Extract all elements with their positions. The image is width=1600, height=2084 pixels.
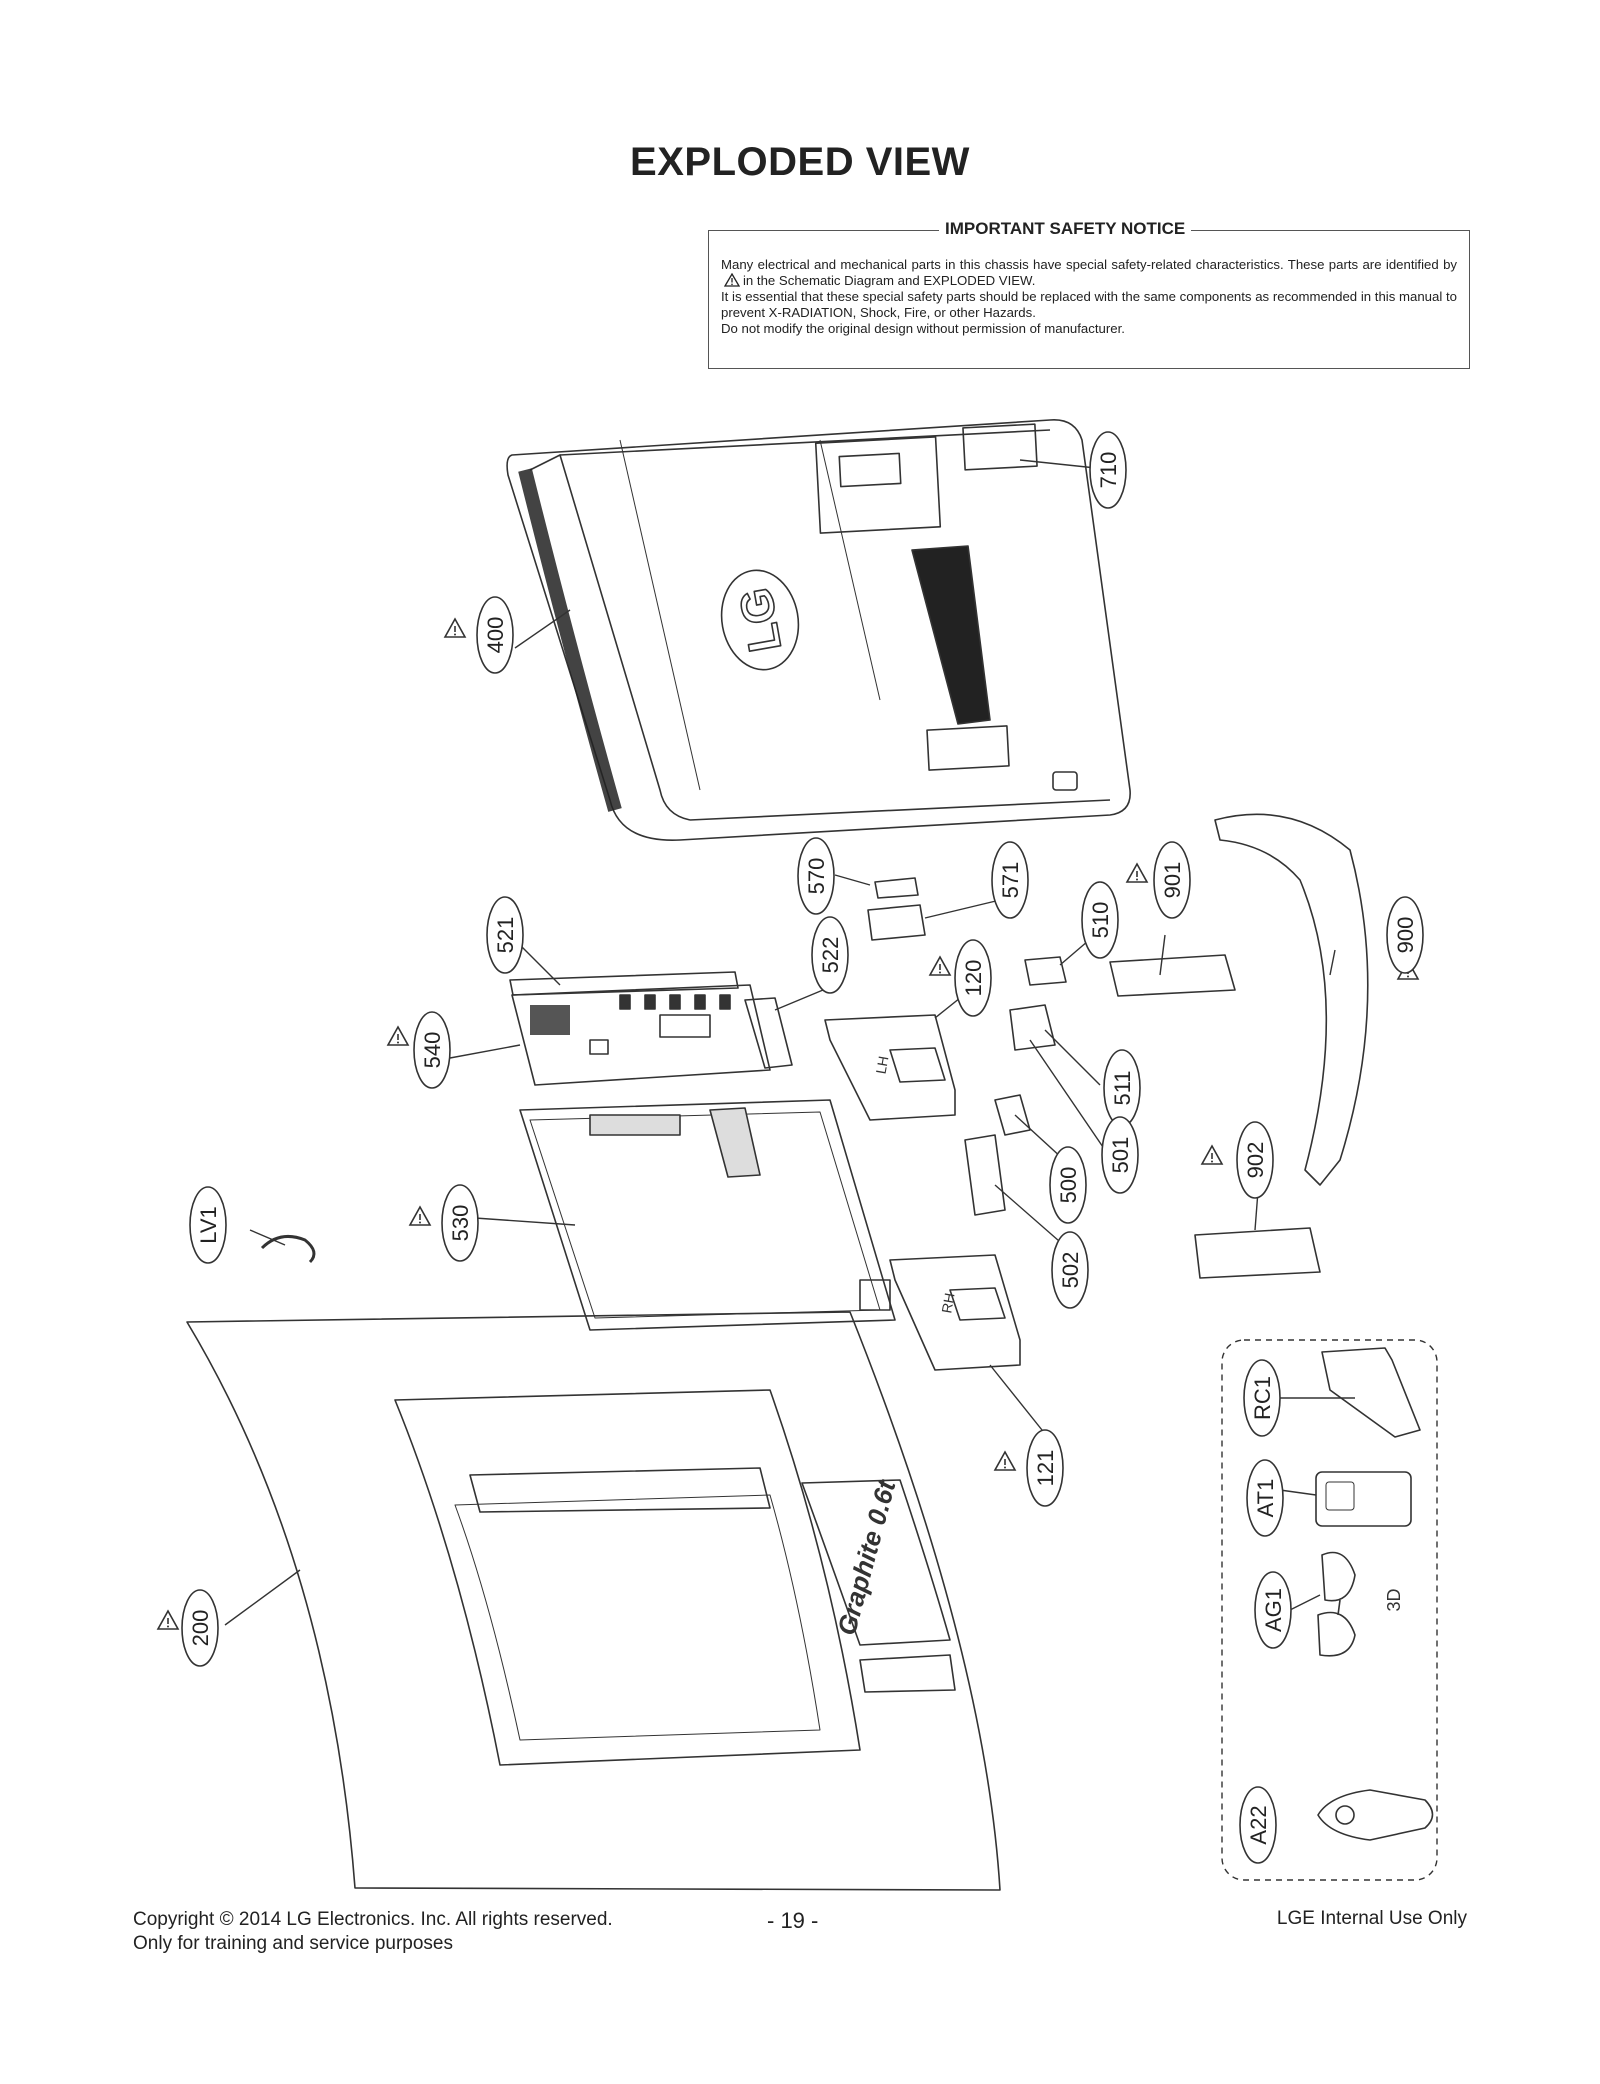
balloon-A22 (1239, 1786, 1277, 1864)
display-panel-part (186, 1311, 1001, 1891)
part-510: 510 (1088, 902, 1113, 939)
stand-bracket-902-part (1194, 1227, 1321, 1279)
balloon-710 (1089, 431, 1127, 509)
notice-text-1a: Many electrical and mechanical parts in … (721, 257, 1457, 272)
internal-use-text: LGE Internal Use Only (1276, 1908, 1467, 1929)
safety-notice: IMPORTANT SAFETY NOTICE Many electrical … (708, 219, 1470, 369)
part-522: 522 (818, 937, 843, 974)
cable-lv1-part (260, 1234, 316, 1264)
part-A22: A22 (1246, 1805, 1271, 1844)
part-710: 710 (1096, 452, 1121, 489)
balloon-400 (476, 596, 514, 674)
shield-chassis-part (519, 1099, 896, 1331)
speaker-lh-part (824, 1014, 956, 1121)
balloon-AG1 (1254, 1571, 1292, 1649)
magic-remote-part (1317, 1789, 1434, 1841)
part-RC1: RC1 (1250, 1376, 1275, 1420)
balloon-500 (1049, 1146, 1087, 1224)
part-571: 571 (998, 862, 1023, 899)
part-511: 511 (1110, 1070, 1135, 1105)
balloon-501 (1101, 1116, 1139, 1194)
part-902: 902 (1243, 1142, 1268, 1179)
notice-text-2: It is essential that these special safet… (721, 289, 1457, 320)
copyright-text: Copyright © 2014 LG Electronics. Inc. Al… (133, 1909, 613, 1930)
balloon-571 (991, 841, 1029, 919)
logo-text: LG (729, 584, 791, 656)
balloon-AT1 (1246, 1459, 1284, 1537)
balloon-901 (1153, 841, 1191, 919)
part-400: 400 (483, 617, 508, 654)
part-502 (964, 1134, 1006, 1216)
instruction-card-part (1315, 1471, 1412, 1527)
speaker-rh-part (889, 1254, 1021, 1371)
safety-notice-body: Many electrical and mechanical parts in … (721, 257, 1457, 337)
notice-text-3: Do not modify the original design withou… (721, 321, 1125, 336)
balloon-120 (954, 939, 992, 1017)
balloon-900 (1386, 896, 1424, 974)
page-title: EXPLODED VIEW (630, 140, 970, 184)
warning-triangles (157, 618, 1419, 1630)
balloon-502 (1051, 1231, 1089, 1309)
balloon-521 (486, 896, 524, 974)
remote-holder-part (1321, 1347, 1421, 1438)
balloon-530 (441, 1184, 479, 1262)
stand-part (1214, 813, 1369, 1186)
main-board-part (509, 971, 793, 1086)
balloon-200 (181, 1589, 219, 1667)
part-200: 200 (188, 1610, 213, 1647)
speaker-lh-label: LH (873, 1055, 892, 1075)
balloon-570 (797, 837, 835, 915)
part-500: 500 (1056, 1167, 1081, 1204)
accessories-box (1221, 1339, 1438, 1881)
footer-left: Copyright © 2014 LG Electronics. Inc. Al… (133, 1908, 613, 1956)
training-text: Only for training and service purposes (133, 1933, 453, 1954)
part-500 (994, 1094, 1031, 1136)
stand-bracket-901-part (1109, 954, 1236, 997)
board-511-part (1009, 1004, 1056, 1051)
bracket-570-part (874, 877, 919, 899)
part-530: 530 (448, 1205, 473, 1242)
bracket-571-part (867, 904, 926, 941)
part-502: 502 (1058, 1252, 1083, 1289)
part-501: 501 (1108, 1137, 1133, 1174)
part-120: 120 (961, 960, 986, 997)
page-number: - 19 - (767, 1908, 819, 1933)
part-570: 570 (804, 858, 829, 895)
balloon-510 (1081, 881, 1119, 959)
balloon-522 (811, 916, 849, 994)
part-LV1: LV1 (196, 1206, 221, 1244)
back-cover-part (506, 419, 1131, 841)
ir-board-510-part (1024, 956, 1067, 986)
safety-notice-heading: IMPORTANT SAFETY NOTICE (939, 219, 1192, 239)
part-900: 900 (1393, 917, 1418, 954)
balloon-902 (1236, 1121, 1274, 1199)
balloon-RC1 (1243, 1359, 1281, 1437)
3d-glasses-part (1317, 1551, 1356, 1657)
graphite-sheet-label: Graphite 0.6t (831, 1476, 901, 1639)
notice-text-1b: in the Schematic Diagram and EXPLODED VI… (743, 273, 1036, 288)
part-521: 521 (493, 917, 518, 954)
balloon-LV1 (189, 1186, 227, 1264)
part-901: 901 (1160, 862, 1185, 899)
glasses-3d-label: 3D (1384, 1588, 1404, 1611)
warning-triangle-icon (723, 272, 741, 287)
balloon-121 (1026, 1429, 1064, 1507)
part-540: 540 (420, 1032, 445, 1069)
speaker-rh-label: RH (938, 1292, 957, 1315)
part-AT1: AT1 (1253, 1479, 1278, 1518)
balloon-540 (413, 1011, 451, 1089)
part-AG1: AG1 (1261, 1588, 1286, 1632)
part-121: 121 (1033, 1450, 1058, 1487)
